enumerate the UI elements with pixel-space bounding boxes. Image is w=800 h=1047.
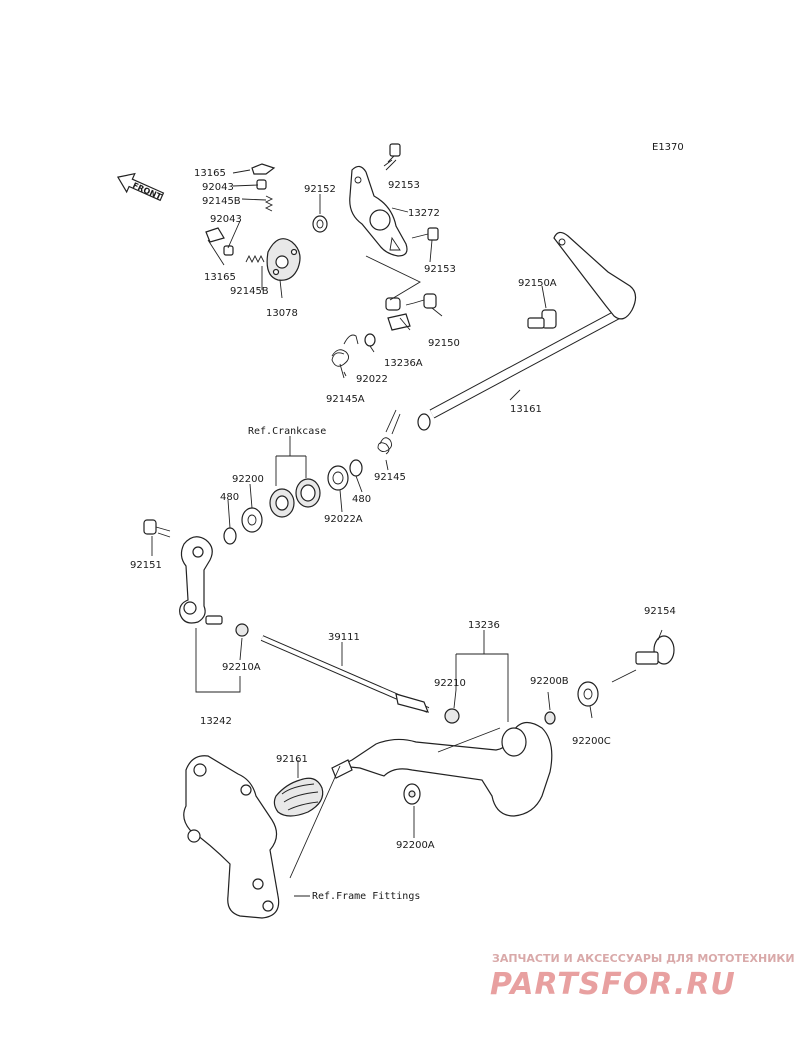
label-92200c: 92200C xyxy=(572,736,611,747)
frame-bracket xyxy=(183,755,280,919)
label-13161: 13161 xyxy=(510,404,542,415)
spring-92145b-top xyxy=(264,195,274,212)
label-13236: 13236 xyxy=(468,620,500,631)
bolt-lever-link xyxy=(205,615,223,625)
label-92200a: 92200A xyxy=(396,840,435,851)
bolt-92151 xyxy=(143,519,171,538)
label-92153-bottom: 92153 xyxy=(424,264,456,275)
front-arrow-icon: FRONT xyxy=(116,172,165,202)
bolt-92150 xyxy=(405,293,437,309)
label-92145b-bottom: 92145B xyxy=(230,286,269,297)
label-13078: 13078 xyxy=(266,308,298,319)
label-92154: 92154 xyxy=(644,606,676,617)
label-92150: 92150 xyxy=(428,338,460,349)
shift-lever-13242 xyxy=(179,536,213,624)
circlip-480-right xyxy=(349,459,363,477)
shift-pedal-13236 xyxy=(331,721,553,817)
label-92150a: 92150A xyxy=(518,278,557,289)
ref-crankcase: Ref.Crankcase xyxy=(248,426,326,437)
shift-shaft-13161 xyxy=(417,231,637,431)
nut-92210 xyxy=(444,708,460,724)
label-92022: 92022 xyxy=(356,374,388,385)
washer-92200a xyxy=(403,783,421,805)
label-92210: 92210 xyxy=(434,678,466,689)
circlip-480-left xyxy=(223,527,237,545)
washer-92200c xyxy=(577,681,599,707)
label-13272: 13272 xyxy=(408,208,440,219)
spring-92145a xyxy=(331,334,359,379)
clip-13165-top xyxy=(251,163,276,175)
label-39111: 39111 xyxy=(328,632,360,643)
label-13165-top: 13165 xyxy=(194,168,226,179)
label-480-left: 480 xyxy=(220,492,239,503)
watermark-tagline: ЗАПЧАСТИ И АКСЕССУАРЫ ДЛЯ МОТОТЕХНИКИ xyxy=(492,952,795,965)
ref-frame-fittings: Ref.Frame Fittings xyxy=(312,891,420,902)
pin-92043-top xyxy=(256,179,267,190)
label-92151: 92151 xyxy=(130,560,162,571)
needle-bearing xyxy=(295,478,321,508)
label-92043-top: 92043 xyxy=(202,182,234,193)
spring-92145b-bottom xyxy=(245,254,265,264)
washer-92152 xyxy=(312,215,328,233)
label-92200b: 92200B xyxy=(530,676,569,687)
label-13242: 13242 xyxy=(200,716,232,727)
tie-rod-39111 xyxy=(260,635,430,713)
nut-92210a xyxy=(235,623,249,637)
front-label: FRONT xyxy=(131,181,163,202)
spring-92145 xyxy=(377,409,401,455)
label-92210a: 92210A xyxy=(222,662,261,673)
washer-92200-large xyxy=(241,507,263,533)
label-13236a: 13236A xyxy=(384,358,423,369)
label-92152: 92152 xyxy=(304,184,336,195)
label-92145b-top: 92145B xyxy=(202,196,241,207)
label-92153-top: 92153 xyxy=(388,180,420,191)
diagram-code: E1370 xyxy=(652,142,684,153)
bolt-92153-bottom xyxy=(411,227,439,241)
washer-92200b xyxy=(544,711,556,725)
pivot-bolt-92154 xyxy=(635,635,675,665)
oil-seal-92200 xyxy=(269,488,295,518)
washer-92022 xyxy=(364,333,376,347)
clip-13165-bottom xyxy=(205,227,225,243)
lever-13236a xyxy=(385,297,411,331)
label-92145: 92145 xyxy=(374,472,406,483)
guide-plate-13272 xyxy=(349,165,408,257)
label-13165-bottom: 13165 xyxy=(204,272,236,283)
label-92022a: 92022A xyxy=(324,514,363,525)
label-480-right: 480 xyxy=(352,494,371,505)
washer-92022a xyxy=(327,465,349,491)
label-92161: 92161 xyxy=(276,754,308,765)
label-92200: 92200 xyxy=(232,474,264,485)
shift-cam-13078 xyxy=(266,238,301,281)
label-92145a: 92145A xyxy=(326,394,365,405)
pedal-rubber-92161 xyxy=(273,777,324,817)
label-92043-bottom: 92043 xyxy=(210,214,242,225)
bolt-92153-top xyxy=(383,143,401,167)
watermark-brand: PARTSFOR.RU xyxy=(490,967,736,1002)
bolt-92150a xyxy=(527,309,557,329)
